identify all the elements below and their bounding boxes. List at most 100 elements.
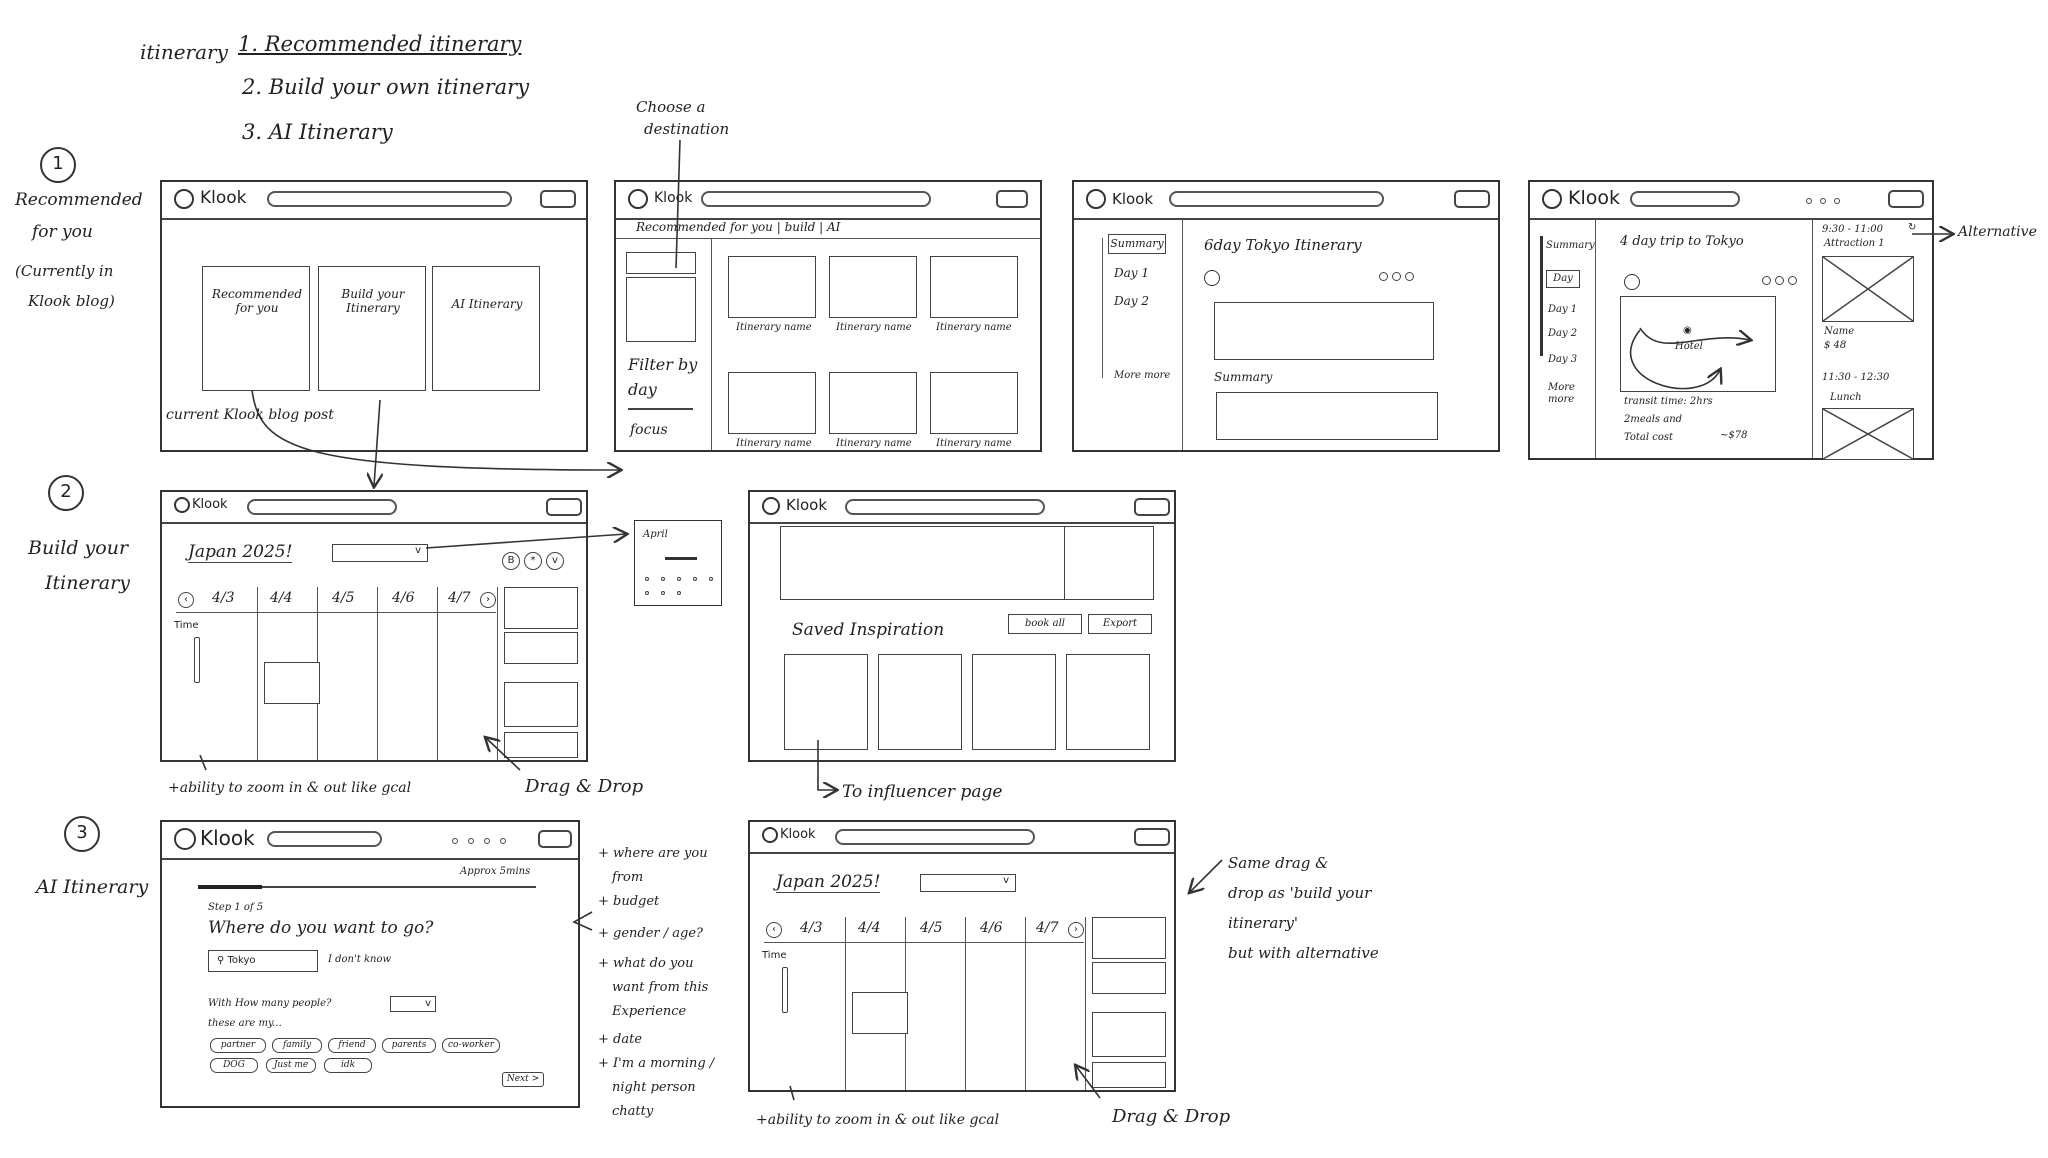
focus-label: focus — [630, 422, 668, 438]
next-arrow-icon[interactable]: › — [480, 592, 496, 608]
itinerary-card[interactable] — [728, 256, 816, 318]
activity-card[interactable] — [504, 632, 578, 664]
day-dot — [661, 577, 665, 581]
nav-day[interactable]: Day — [1546, 270, 1580, 288]
search-input[interactable] — [835, 829, 1035, 845]
time-slot-1: 9:30 - 11:00 — [1822, 224, 1884, 235]
nav-day-3[interactable]: Day 3 — [1548, 354, 1578, 365]
zoom-scrollbar[interactable] — [194, 637, 200, 683]
attraction-image[interactable] — [1822, 256, 1914, 322]
nav-summary[interactable]: Summary — [1546, 240, 1595, 251]
header-button[interactable] — [1454, 190, 1490, 208]
nav-day-1[interactable]: Day 1 — [1114, 266, 1150, 280]
itinerary-card[interactable] — [930, 256, 1018, 318]
selected-range[interactable] — [665, 557, 697, 560]
search-input[interactable] — [845, 499, 1045, 515]
author-avatar — [1624, 274, 1640, 290]
activity-card[interactable] — [504, 682, 578, 727]
search-input[interactable] — [701, 191, 931, 207]
itinerary-card[interactable] — [829, 256, 917, 318]
export-button[interactable]: Export — [1088, 614, 1152, 634]
note-choose-line2: destination — [644, 120, 730, 138]
tag-parents[interactable]: parents — [382, 1038, 436, 1053]
search-input[interactable] — [1169, 191, 1384, 207]
trip-name[interactable]: Japan 2025! — [188, 542, 293, 563]
inspiration-card[interactable] — [784, 654, 868, 750]
trip-dropdown[interactable]: v — [920, 874, 1016, 892]
activity-card[interactable] — [1092, 917, 1166, 959]
search-input[interactable] — [267, 831, 382, 847]
prev-arrow-icon[interactable]: ‹ — [178, 592, 194, 608]
search-input[interactable] — [267, 191, 512, 207]
dont-know-option[interactable]: I don't know — [328, 954, 392, 965]
action-icon[interactable] — [1788, 276, 1797, 285]
book-all-button[interactable]: book all — [1008, 614, 1082, 634]
activity-card[interactable] — [1092, 962, 1166, 994]
header-button[interactable] — [1134, 498, 1170, 516]
next-arrow-icon[interactable]: › — [1068, 922, 1084, 938]
tag-friend[interactable]: friend — [328, 1038, 376, 1053]
activity-card[interactable] — [1092, 1062, 1166, 1088]
activity-card[interactable] — [504, 732, 578, 758]
nav-more[interactable]: More more — [1114, 370, 1171, 381]
nav-day-1[interactable]: Day 1 — [1548, 304, 1578, 315]
card-build[interactable]: Build your Itinerary — [318, 266, 426, 391]
inspiration-card[interactable] — [1066, 654, 1150, 750]
itinerary-card[interactable] — [930, 372, 1018, 434]
day-slider[interactable] — [628, 408, 693, 410]
inspiration-card[interactable] — [972, 654, 1056, 750]
event-block[interactable] — [264, 662, 320, 704]
search-input[interactable] — [247, 499, 397, 515]
header-button[interactable] — [540, 190, 576, 208]
nav-more-1[interactable]: More — [1548, 382, 1575, 393]
card-recommended[interactable]: Recommended for you — [202, 266, 310, 391]
tag-just-me[interactable]: Just me — [266, 1058, 316, 1073]
col-divider — [377, 587, 378, 760]
itinerary-card[interactable] — [829, 372, 917, 434]
trip-name[interactable]: Japan 2025! — [776, 872, 881, 893]
nav-more-2[interactable]: more — [1548, 394, 1575, 405]
trip-dropdown[interactable]: v — [332, 544, 428, 562]
inspiration-card[interactable] — [878, 654, 962, 750]
nav-day-2[interactable]: Day 2 — [1548, 328, 1578, 339]
zoom-scrollbar[interactable] — [782, 967, 788, 1013]
prev-arrow-icon[interactable]: ‹ — [766, 922, 782, 938]
action-icon[interactable] — [1405, 272, 1414, 281]
lunch-image[interactable] — [1822, 408, 1914, 460]
action-icon[interactable] — [1762, 276, 1771, 285]
itinerary-name: Itinerary name — [736, 438, 812, 449]
card-ai[interactable]: AI Itinerary — [432, 266, 540, 391]
next-button[interactable]: Next > — [502, 1072, 544, 1087]
tag-dog[interactable]: DOG — [210, 1058, 258, 1073]
header-button[interactable] — [1888, 190, 1924, 208]
date-picker-popup[interactable]: April — [634, 520, 722, 606]
header-button[interactable] — [996, 190, 1028, 208]
tag-partner[interactable]: partner — [210, 1038, 266, 1053]
activity-card[interactable] — [504, 587, 578, 629]
activity-card[interactable] — [1092, 1012, 1166, 1057]
people-dropdown[interactable]: v — [390, 996, 436, 1012]
itinerary-card[interactable] — [728, 372, 816, 434]
action-icon[interactable] — [1775, 276, 1784, 285]
destination-select[interactable] — [626, 252, 696, 274]
star-icon[interactable]: * — [524, 552, 542, 570]
day-dot — [677, 577, 681, 581]
tag-idk[interactable]: idk — [324, 1058, 372, 1073]
destination-input[interactable]: ⚲ Tokyo — [208, 950, 318, 972]
tag-family[interactable]: family — [272, 1038, 322, 1053]
col-divider — [257, 587, 258, 760]
header-button[interactable] — [1134, 828, 1170, 846]
nav-summary[interactable]: Summary — [1108, 234, 1166, 254]
tab-row[interactable]: Recommended for you | build | AI — [636, 220, 841, 234]
header-button[interactable] — [546, 498, 582, 516]
header-button[interactable] — [538, 830, 572, 848]
nav-day-2[interactable]: Day 2 — [1114, 294, 1150, 308]
tag-co-worker[interactable]: co-worker — [442, 1038, 500, 1053]
action-icon[interactable] — [1392, 272, 1401, 281]
action-icon[interactable] — [1379, 272, 1388, 281]
bookmark-icon[interactable]: B — [502, 552, 520, 570]
more-icon[interactable]: v — [546, 552, 564, 570]
swap-icon[interactable]: ↻ — [1908, 222, 1917, 233]
search-input[interactable] — [1630, 191, 1740, 207]
event-block[interactable] — [852, 992, 908, 1034]
